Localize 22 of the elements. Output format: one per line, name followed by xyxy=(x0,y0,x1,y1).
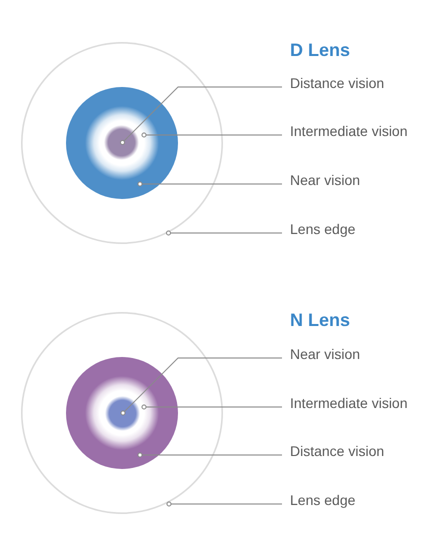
lens-heading: N Lens xyxy=(290,309,350,331)
part-label: Distance vision xyxy=(290,443,384,460)
lens-outline xyxy=(21,312,223,514)
part-label: Near vision xyxy=(290,346,360,363)
center-zone-disc xyxy=(104,396,140,430)
leader-line xyxy=(166,502,282,506)
leader-line xyxy=(120,86,282,145)
part-label: Lens edge xyxy=(290,492,356,509)
leader-line xyxy=(138,452,282,458)
part-label: Intermediate vision xyxy=(290,123,408,140)
part-label: Near vision xyxy=(290,172,360,189)
center-zone-disc xyxy=(104,125,139,160)
part-label: Intermediate vision xyxy=(290,395,408,412)
lens-outline xyxy=(20,42,222,244)
part-label: Lens edge xyxy=(290,221,356,238)
leader-line xyxy=(142,132,282,138)
part-label: Distance vision xyxy=(290,75,384,92)
leader-line xyxy=(142,404,282,410)
lens-heading: D Lens xyxy=(290,39,350,61)
leader-line xyxy=(138,182,282,186)
leader-line xyxy=(166,230,282,236)
leader-line xyxy=(120,358,282,416)
